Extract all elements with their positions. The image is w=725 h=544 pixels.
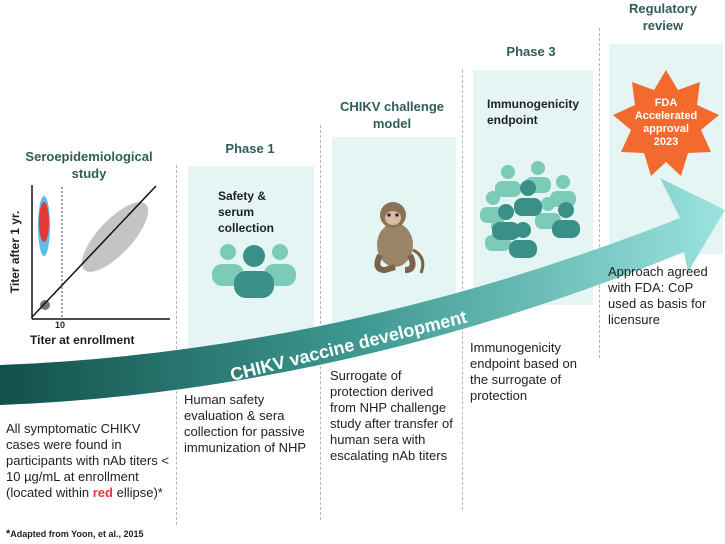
challenge-description: Surrogate of protection derived from NHP… <box>330 368 453 463</box>
heading-challenge-model: CHIKV challenge model <box>339 99 445 131</box>
heading-seroepidemiological: Seroepidemiological study <box>25 149 153 181</box>
phase1-panel-label: Safety & serum collection <box>218 189 275 235</box>
regulatory-description: Approach agreed with FDA: CoP used as ba… <box>608 264 708 327</box>
people-group-icon <box>212 244 296 298</box>
arrow-shape <box>0 178 725 405</box>
heading-phase1: Phase 1 <box>225 141 275 156</box>
monkey-icon <box>374 202 425 274</box>
column-divider-1 <box>176 165 177 525</box>
diagonal-line <box>31 185 157 318</box>
phase3-description: Immunogenicity endpoint based on the sur… <box>470 340 577 403</box>
fda-badge-text: FDA Accelerated approval 2023 <box>634 97 698 148</box>
sero-description: All symptomatic CHIKV cases were found i… <box>6 421 169 500</box>
crowd-icon <box>480 161 580 258</box>
plot-tick-10: 10 <box>55 320 66 330</box>
red-word: red <box>92 485 113 500</box>
phase1-description: Human safety evaluation & sera collectio… <box>184 392 307 455</box>
column-divider-4 <box>599 28 600 358</box>
titer-scatter-plot <box>31 185 170 320</box>
red-ellipse <box>39 202 49 242</box>
footnote: *Adapted from Yoon, et al., 2015 <box>6 528 144 540</box>
fda-approval-badge <box>613 70 719 176</box>
column-divider-2 <box>320 125 321 520</box>
column-divider-3 <box>462 70 463 510</box>
heading-phase3: Phase 3 <box>506 44 556 59</box>
phase3-panel-label: Immunogenicity endpoint <box>487 97 580 127</box>
plot-xlabel: Titer at enrollment <box>30 333 135 347</box>
grey-ellipse <box>81 202 149 272</box>
grey-point <box>40 300 50 310</box>
heading-regulatory-review: Regulatory review <box>629 1 697 33</box>
